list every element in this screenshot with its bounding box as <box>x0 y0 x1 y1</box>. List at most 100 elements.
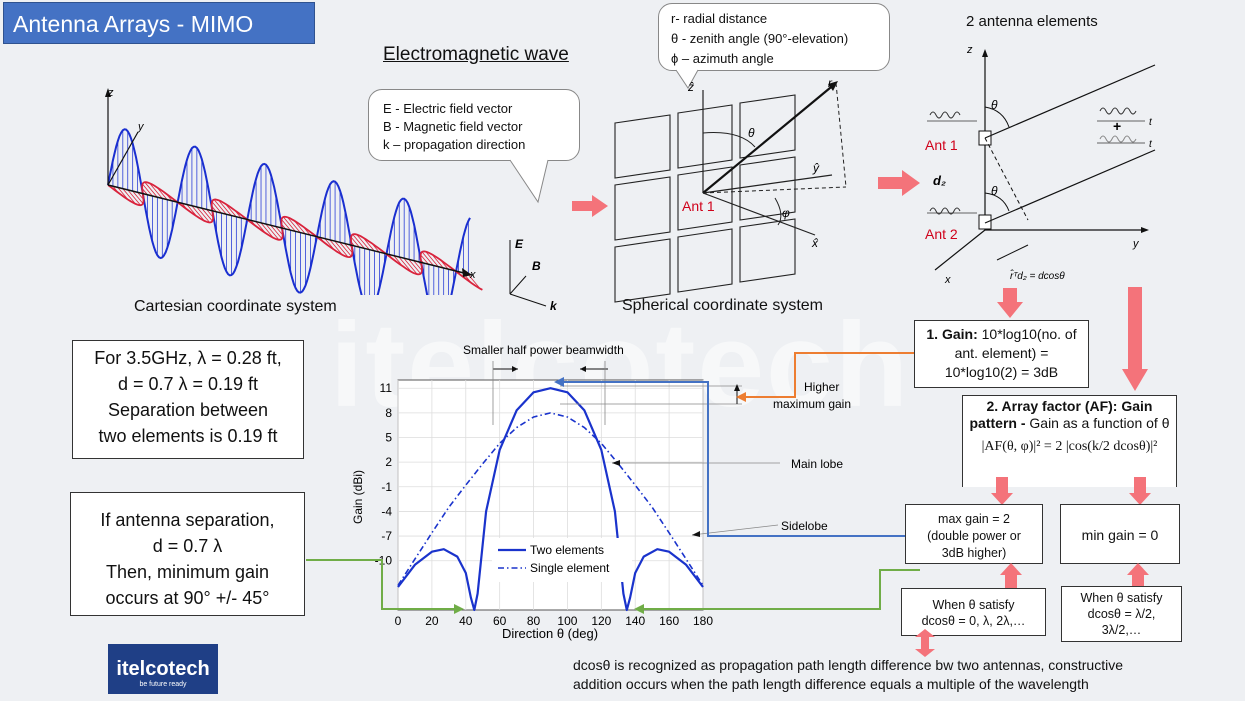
when-max-box: When θ satisfy dcosθ = 0, λ, 2λ,… <box>901 588 1046 636</box>
chart-xlabel: Direction θ (deg) <box>502 626 598 641</box>
sep-line-1: If antenna separation, <box>100 510 275 530</box>
y-tick-2: 2 <box>385 455 392 469</box>
y-tick--1: -1 <box>381 480 392 494</box>
chart-legend <box>492 538 632 582</box>
two-elements-heading: 2 antenna elements <box>966 13 1098 30</box>
frequency-info-box: For 3.5GHz, λ = 0.28 ft, d = 0.7 λ = 0.1… <box>72 340 304 459</box>
af-box-bold: 2. Array factor (AF): Gain pattern - <box>969 398 1153 431</box>
sph-legend-phi: ϕ – azimuth angle <box>671 51 774 66</box>
two-ant1: Ant 1 <box>925 137 958 153</box>
sph-legend-r: r- radial distance <box>671 11 768 26</box>
em-wave-figure: z y x <box>105 87 483 295</box>
series-line-0 <box>397 387 704 612</box>
em-axis-z: z <box>107 87 114 99</box>
arrow-down-af <box>1122 287 1148 391</box>
arrow-down-gain <box>997 288 1023 318</box>
sep-line-3: Then, minimum gain <box>105 562 270 582</box>
x-tick-160: 160 <box>659 614 679 628</box>
freq-line-2: d = 0.7 λ = 0.19 ft <box>117 374 259 394</box>
annot-hpbw: Smaller half power beamwidth <box>463 343 624 357</box>
arrow-down-max <box>991 477 1013 505</box>
y-tick-11: 11 <box>380 381 393 395</box>
gain-box: 1. Gain: 10*log10(no. of ant. element) =… <box>914 320 1089 388</box>
chart-ylabel: Gain (dBi) <box>351 470 365 524</box>
series-line-1 <box>397 412 704 586</box>
separation-info-box: If antenna separation, d = 0.7 λ Then, m… <box>70 492 305 616</box>
arrow-up-max <box>1000 563 1022 589</box>
annot-main-lobe: Main lobe <box>791 457 843 471</box>
em-legend-b: B - Magnetic field vector <box>383 119 523 134</box>
em-axis-x: x <box>469 269 476 281</box>
x-tick-60: 60 <box>493 614 507 628</box>
two-elements-figure: + t t z y x θ θ d₂ r̂ᵀd₂ = dcosθ Ant 1 A… <box>925 44 1156 285</box>
em-callout-tail <box>509 158 549 204</box>
two-d2: d₂ <box>933 173 946 188</box>
y-tick--4: -4 <box>381 504 392 518</box>
sph-theta: θ <box>748 126 755 140</box>
max-gain-box: max gain = 2 (double power or 3dB higher… <box>905 504 1043 564</box>
max-gain-line-1: max gain = 2 <box>938 512 1010 526</box>
ebk-e: E <box>515 237 524 251</box>
two-t1: t <box>1149 117 1153 128</box>
x-tick-80: 80 <box>527 614 541 628</box>
em-legend-e: E - Electric field vector <box>383 101 513 116</box>
af-box-text: Gain as a function of θ <box>1025 415 1170 431</box>
af-formula: |AF(θ, φ)|² = 2 |cos(k/2 dcosθ)|² <box>981 439 1158 454</box>
sph-ant-label: Ant 1 <box>682 198 715 214</box>
ebk-k: k <box>550 299 558 312</box>
x-tick-0: 0 <box>395 614 402 628</box>
sph-axis-r: r <box>828 76 833 90</box>
freq-line-4: two elements is 0.19 ft <box>98 426 278 446</box>
two-formula: r̂ᵀd₂ = dcosθ <box>1010 268 1065 282</box>
sph-axis-x: x̂ <box>811 236 819 250</box>
logo-name: itelcotech <box>116 658 210 680</box>
min-gain-box: min gain = 0 <box>1060 504 1180 564</box>
y-tick--7: -7 <box>381 529 392 543</box>
two-ant2: Ant 2 <box>925 226 958 242</box>
annot-higher-1: Higher <box>804 380 839 394</box>
sph-phi: φ <box>782 206 790 220</box>
logo-tagline: be future ready <box>139 681 187 688</box>
x-tick-20: 20 <box>425 614 439 628</box>
legend-two: Two elements <box>530 543 604 557</box>
em-legend-k: k – propagation direction <box>383 137 526 152</box>
when-min-box: When θ satisfy dcosθ = λ/2, 3λ/2,… <box>1061 586 1182 642</box>
freq-line-3: Separation between <box>107 400 269 420</box>
freq-line-1: For 3.5GHz, λ = 0.28 ft, <box>94 348 282 368</box>
x-tick-40: 40 <box>459 614 473 628</box>
y-tick-8: 8 <box>385 406 392 420</box>
ebk-b: B <box>532 259 541 273</box>
two-theta2: θ <box>991 184 998 198</box>
sph-legend-theta: θ - zenith angle (90°-elevation) <box>671 31 849 46</box>
array-factor-box: 2. Array factor (AF): Gain pattern - Gai… <box>962 395 1177 487</box>
chart-series <box>397 387 704 612</box>
when-max-line-1: When θ satisfy <box>932 598 1015 612</box>
two-axis-y: y <box>1132 238 1140 250</box>
page-title: Antenna Arrays - MIMO <box>3 2 315 44</box>
footnote-line-2: addition occurs when the path length dif… <box>573 676 1089 692</box>
spherical-callout-tail <box>675 68 699 89</box>
two-axis-z: z <box>966 44 973 56</box>
spherical-caption: Spherical coordinate system <box>622 297 823 314</box>
when-max-line-2: dcosθ = 0, λ, 2λ,… <box>921 614 1026 628</box>
em-legend-callout: E - Electric field vector B - Magnetic f… <box>368 89 580 161</box>
footnote-line-1: dcosθ is recognized as propagation path … <box>573 657 1123 673</box>
arrow-down-min <box>1129 477 1151 505</box>
x-tick-180: 180 <box>693 614 713 628</box>
annot-higher-2: maximum gain <box>773 397 851 411</box>
arrow-to-two-elements <box>878 170 920 196</box>
sep-line-4: occurs at 90° +/- 45° <box>105 588 270 608</box>
ebk-axes: E B k <box>509 237 558 312</box>
sph-axis-y: ŷ <box>812 161 820 175</box>
gain-box-bold: 1. Gain: <box>926 326 978 342</box>
spherical-legend-callout: r- radial distance θ - zenith angle (90°… <box>658 3 890 71</box>
x-tick-100: 100 <box>557 614 577 628</box>
arrow-up-min <box>1127 563 1149 589</box>
legend-single: Single element <box>530 561 610 575</box>
when-min-line-1: When θ satisfy <box>1080 591 1163 605</box>
when-min-line-2: dcosθ = λ/2, <box>1087 607 1156 621</box>
em-axis-y: y <box>137 121 145 133</box>
annot-sidelobe: Sidelobe <box>781 519 828 533</box>
arrow-to-spherical <box>572 195 608 217</box>
